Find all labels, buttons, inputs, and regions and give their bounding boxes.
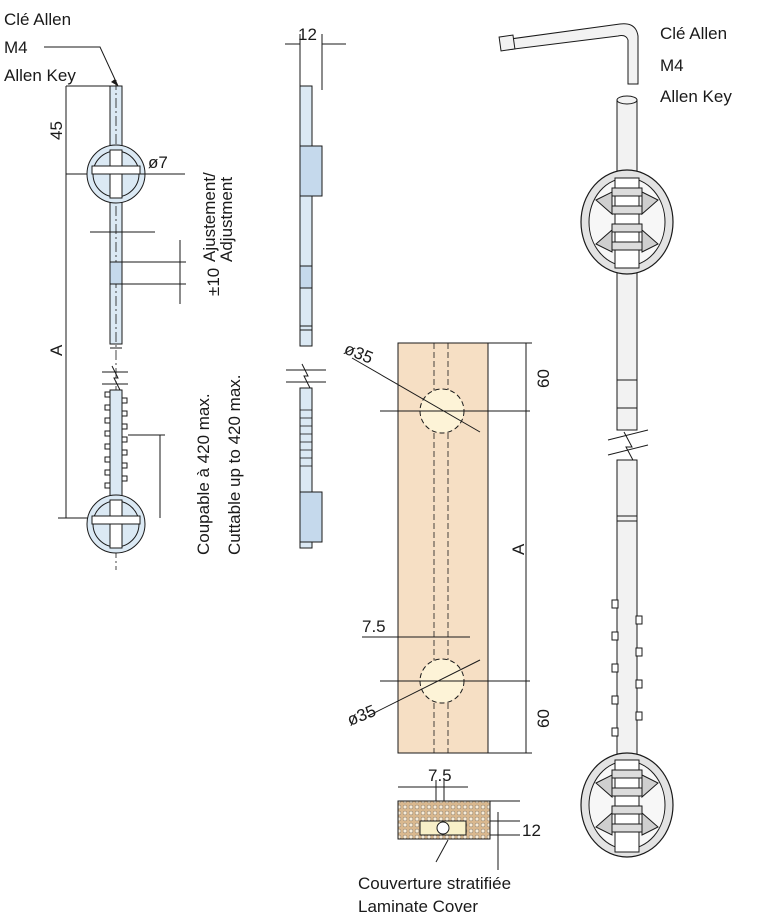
dia35-top-leader xyxy=(351,357,481,433)
adjust-label-fr: Ajustement/ xyxy=(200,172,219,262)
allen-key-label-en: Allen Key xyxy=(4,66,76,85)
dim-A-left: A xyxy=(47,344,66,356)
dim-dia7: ø7 xyxy=(148,153,168,172)
right-iso-view: Clé Allen M4 Allen Key xyxy=(498,23,732,858)
bottom-cam xyxy=(86,494,146,554)
allen-key-size-label: M4 xyxy=(4,38,28,57)
allen-key-iso-en: Allen Key xyxy=(660,87,732,106)
left-rod-view: Clé Allen M4 Allen Key xyxy=(4,10,244,570)
allen-key-tip xyxy=(498,34,516,52)
dim-dia35-top: ø35 xyxy=(342,339,376,368)
allen-key-arrow xyxy=(111,79,118,86)
iso-rod-notches xyxy=(611,599,643,737)
dia35-bottom-leader xyxy=(367,659,481,717)
section-rod xyxy=(436,821,450,835)
dim-12-section: 12 xyxy=(522,821,541,840)
dim-A-board: A xyxy=(509,543,528,555)
side-rod-ticks xyxy=(300,409,312,467)
allen-key-label-fr: Clé Allen xyxy=(4,10,71,29)
allen-key xyxy=(502,23,639,85)
cover-label-fr: Couverture stratifiée xyxy=(358,874,511,893)
allen-key-iso-size: M4 xyxy=(660,56,684,75)
cross-section: 7.5 12 Couverture stratifiée Laminate Co… xyxy=(358,766,541,916)
allen-key-iso-fr: Clé Allen xyxy=(660,24,727,43)
dim-7-5-section: 7.5 xyxy=(428,766,452,785)
side-cam-upper xyxy=(299,145,323,197)
dim-60-top: 60 xyxy=(534,369,553,388)
cut-label-fr: Coupable à 420 max. xyxy=(194,393,213,555)
iso-cam-top xyxy=(580,169,674,275)
dim-7-5-board: 7.5 xyxy=(362,617,386,636)
cut-label-en: Cuttable up to 420 max. xyxy=(225,374,244,555)
break-mark-middle xyxy=(286,363,326,389)
side-cam-lower xyxy=(299,491,323,543)
adjust-value: ±10 xyxy=(204,268,223,296)
iso-cam-bottom xyxy=(580,752,674,858)
cover-leader xyxy=(435,839,449,863)
middle-side-view: 12 xyxy=(285,25,346,549)
board-view: ø35 60 A 60 7.5 ø35 xyxy=(342,339,553,754)
break-mark-left xyxy=(102,365,128,391)
rod-sleeve xyxy=(109,261,123,285)
lower-rod-notches xyxy=(104,391,128,489)
side-rod-upper xyxy=(299,85,313,347)
dim-dia35-bottom: ø35 xyxy=(344,701,378,730)
adjust-label-en: Adjustment xyxy=(217,177,236,262)
dim-45: 45 xyxy=(47,121,66,140)
side-sleeve xyxy=(299,265,313,289)
allen-key-leader xyxy=(44,46,119,87)
dim-60-bottom: 60 xyxy=(534,709,553,728)
break-mark-iso xyxy=(607,429,649,463)
cover-label-en: Laminate Cover xyxy=(358,897,478,916)
iso-rod-top xyxy=(616,95,638,105)
dim-12-top: 12 xyxy=(298,25,317,44)
